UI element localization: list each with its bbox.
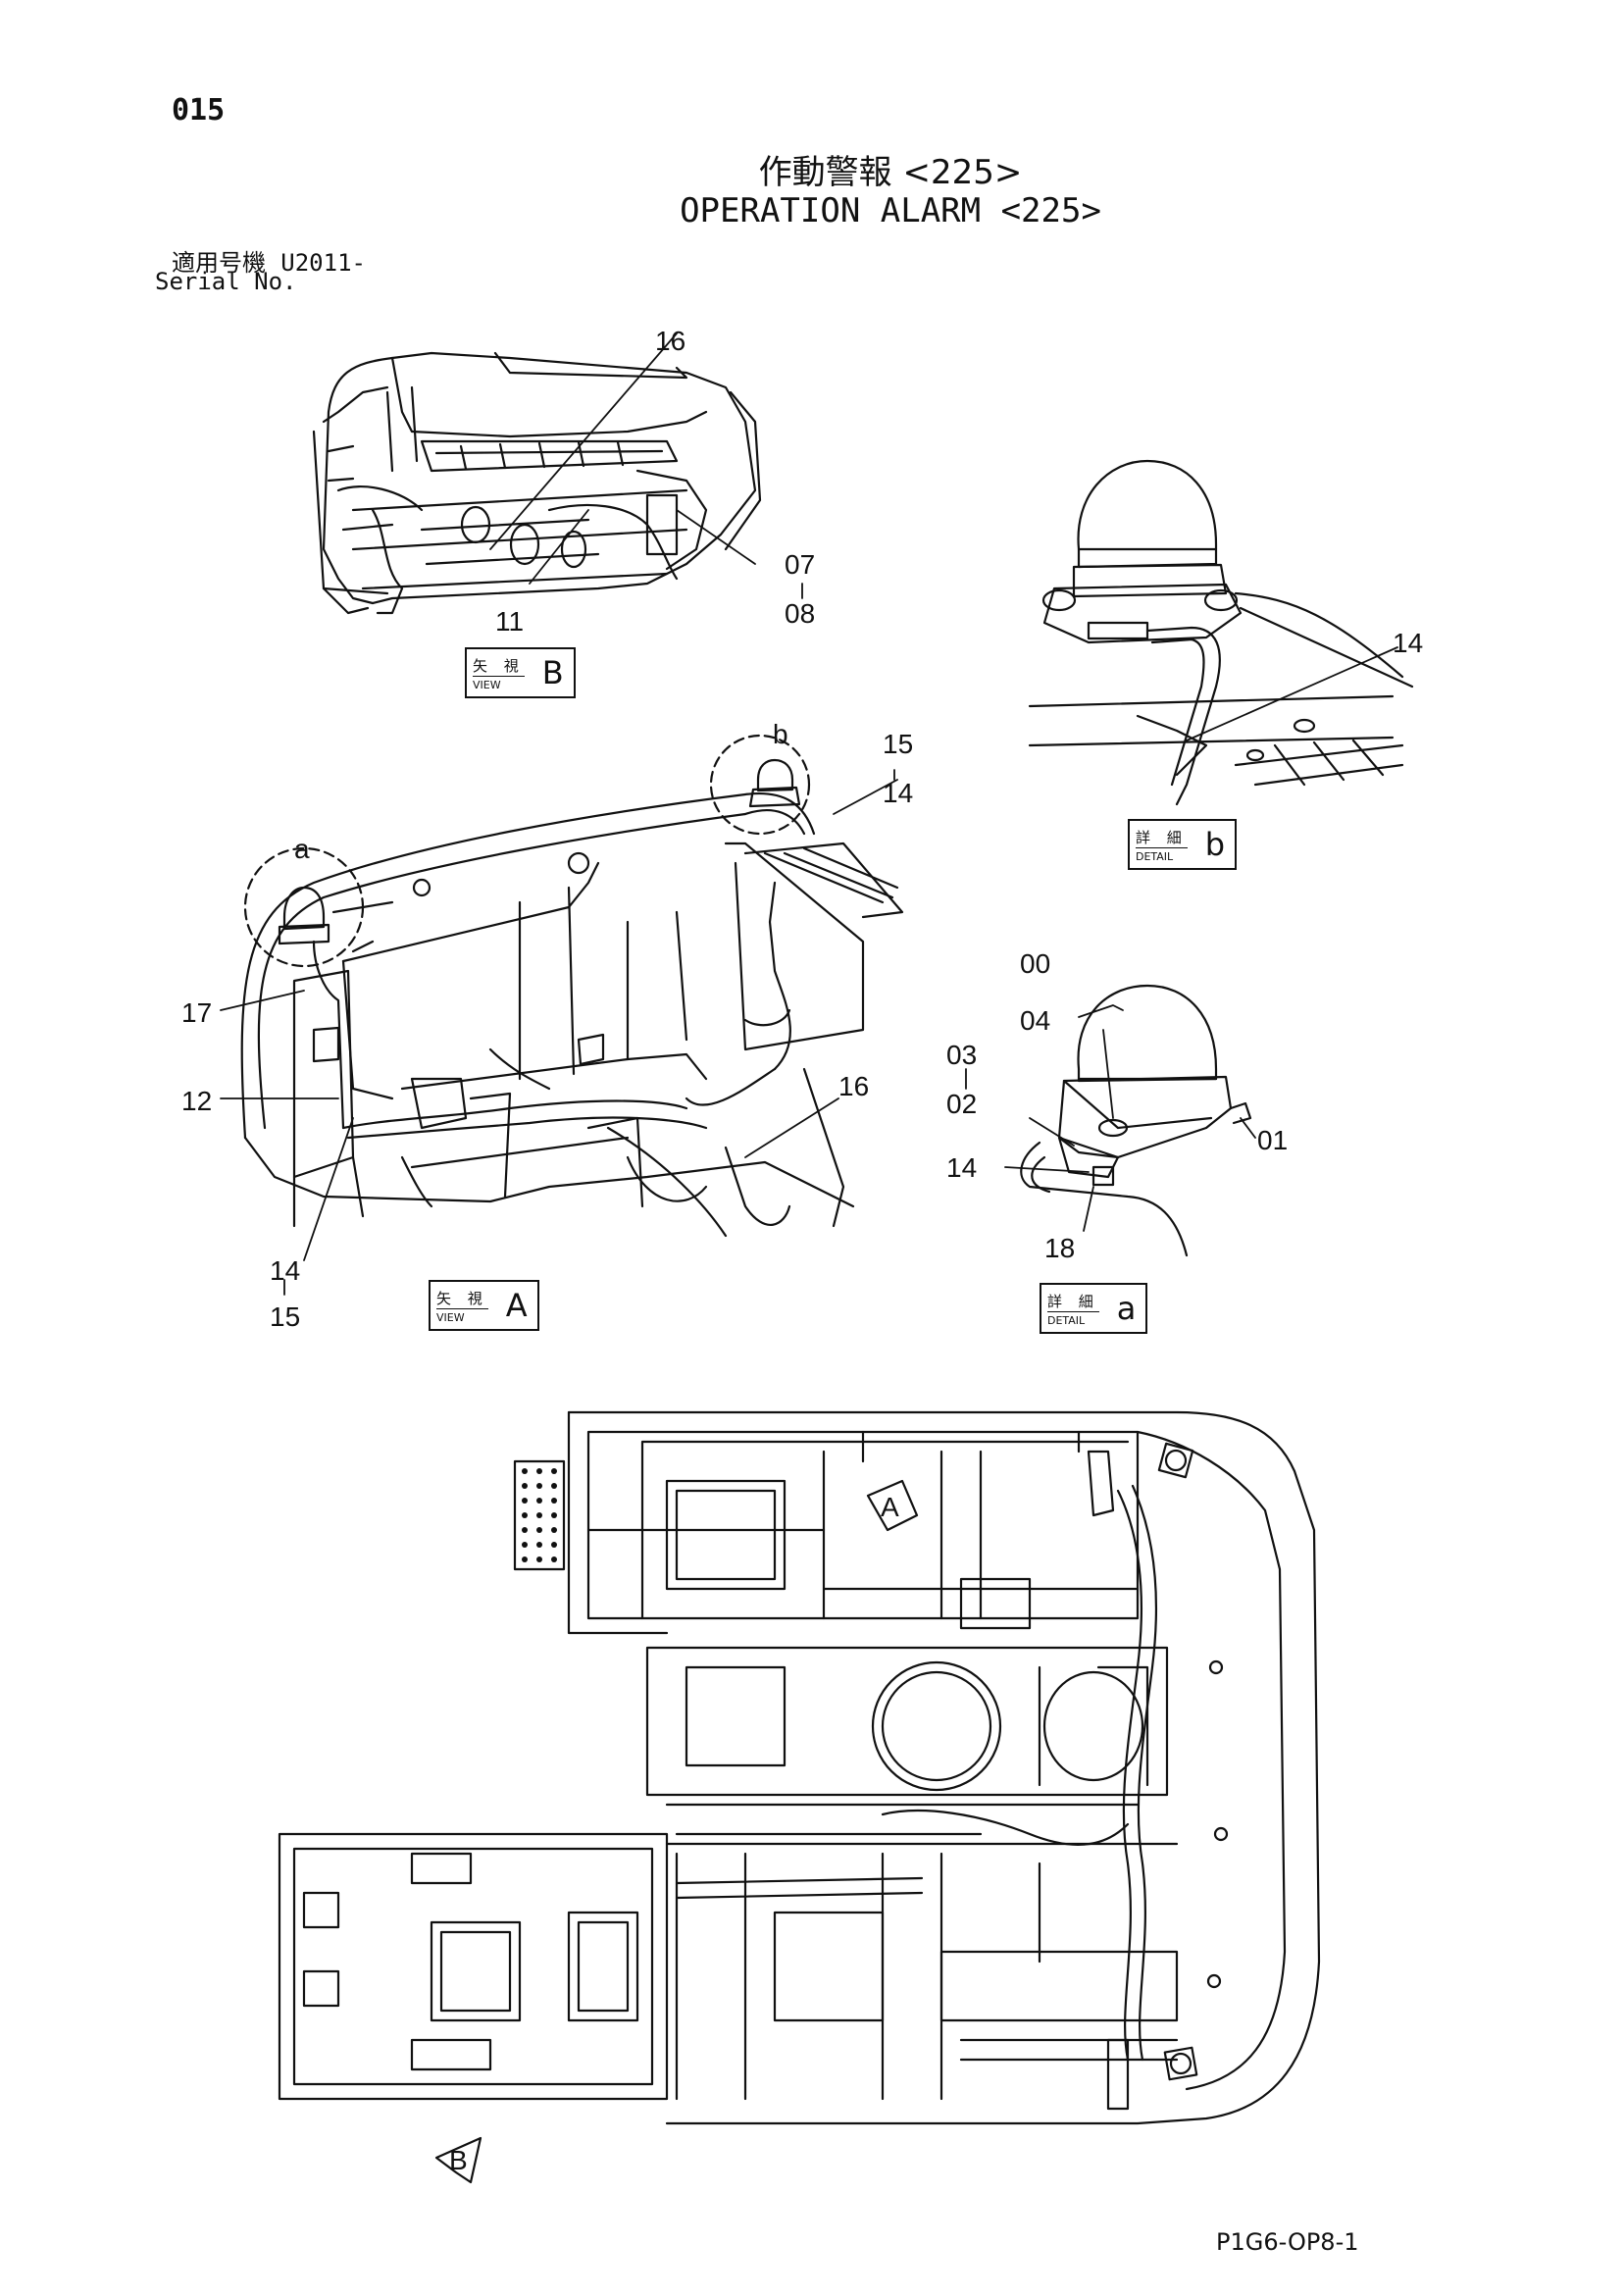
callout-14: 14 <box>1393 628 1423 658</box>
callout-02: 02 <box>946 1089 977 1119</box>
callout-16: 16 <box>655 326 685 356</box>
page-number: 015 <box>172 93 226 128</box>
view-marker-b: B <box>449 2145 468 2175</box>
drawing-code: P1G6-OP8-1 <box>1216 2228 1359 2256</box>
plan-drawing <box>278 1410 1321 2184</box>
callout-08: 08 <box>785 598 815 629</box>
callout-b: b <box>773 719 788 749</box>
callout-16: 16 <box>838 1071 869 1101</box>
plan-grid-dots <box>522 1468 557 1562</box>
serial-label-japanese: 適用号機 U2011- <box>172 249 366 277</box>
serial-label-english: Serial No. <box>155 268 297 295</box>
callout-11: 11 <box>495 606 524 637</box>
view-a-drawing <box>220 734 904 1296</box>
callout-18: 18 <box>1044 1233 1075 1263</box>
view-b-drawing <box>312 332 803 615</box>
callout-15: 15 <box>883 729 913 759</box>
callout-14: 14 <box>270 1255 300 1286</box>
callout-07: 07 <box>785 549 815 580</box>
title-english: OPERATION ALARM <225> <box>680 191 1101 230</box>
callout-03: 03 <box>946 1040 977 1070</box>
callout-a: a <box>294 834 310 864</box>
view-marker-a: A <box>881 1492 899 1522</box>
callout-15: 15 <box>270 1301 300 1332</box>
callout-14: 14 <box>946 1152 977 1183</box>
detail-a-drawing <box>965 984 1256 1257</box>
callout-04: 04 <box>1020 1005 1050 1036</box>
title-japanese: 作動警報 <225> <box>758 153 1023 192</box>
callout-17: 17 <box>181 997 212 1028</box>
callout-14: 14 <box>883 778 913 808</box>
callout-12: 12 <box>181 1086 212 1116</box>
callout-00: 00 <box>1020 948 1050 979</box>
callout-01: 01 <box>1257 1125 1288 1155</box>
detail-b-drawing <box>1028 459 1414 806</box>
serial-value: U2011- <box>280 249 366 277</box>
